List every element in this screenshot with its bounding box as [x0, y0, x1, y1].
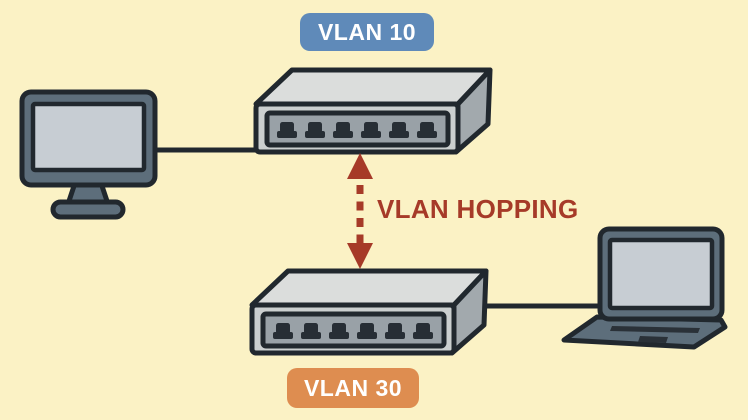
- vlan-hopping-arrow: [347, 153, 373, 269]
- vlan-hopping-label: VLAN HOPPING: [377, 194, 579, 224]
- vlan-30-badge: VLAN 30: [287, 368, 419, 408]
- laptop-computer: [561, 226, 728, 350]
- vlan-10-badge: VLAN 10: [300, 13, 434, 51]
- switch-vlan-30: [252, 271, 486, 353]
- switch-vlan-10: [256, 70, 490, 152]
- desktop-computer: [19, 89, 158, 220]
